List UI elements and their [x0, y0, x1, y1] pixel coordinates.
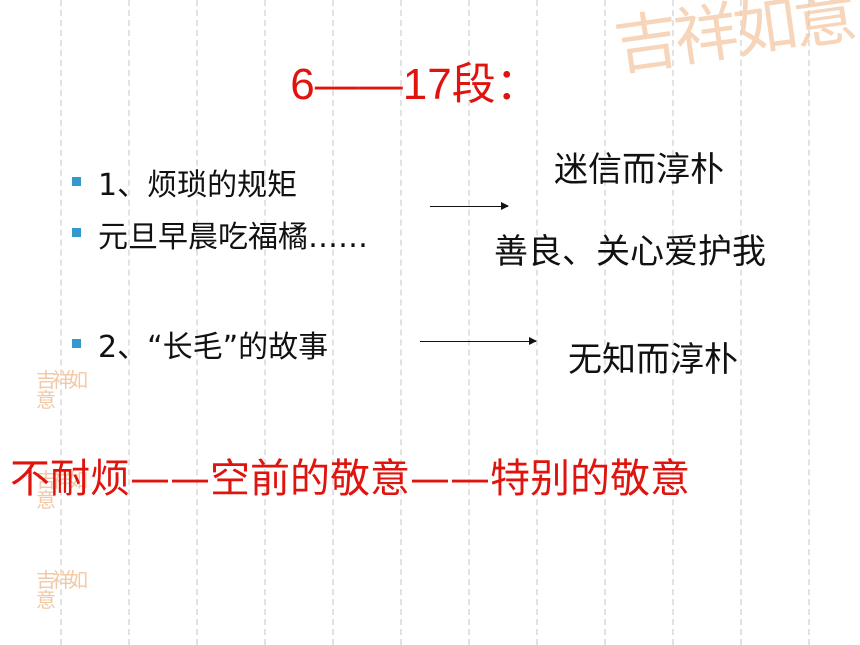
bullet-icon	[72, 339, 81, 348]
bullet-icon	[72, 228, 81, 237]
arrow-right-icon	[430, 202, 509, 210]
result-text: 善良、关心爱护我	[494, 232, 766, 272]
watermark-small: 吉祥如意	[36, 568, 88, 612]
watermark-small: 吉祥如意	[36, 368, 88, 412]
list-item: 1、烦琐的规矩	[98, 168, 298, 203]
watermark-small: 吉祥如意	[36, 468, 88, 512]
list-item: 元旦早晨吃福橘……	[98, 220, 368, 255]
conclusion-text: 不耐烦——空前的敬意——特别的敬意	[10, 456, 690, 502]
arrow-right-icon	[420, 337, 537, 345]
result-text: 无知而淳朴	[568, 340, 738, 380]
list-item: 2、“长毛”的故事	[98, 330, 329, 365]
result-text: 迷信而淳朴	[554, 150, 724, 190]
slide-title: 6——17段：	[290, 60, 540, 109]
bullet-icon	[72, 177, 81, 186]
